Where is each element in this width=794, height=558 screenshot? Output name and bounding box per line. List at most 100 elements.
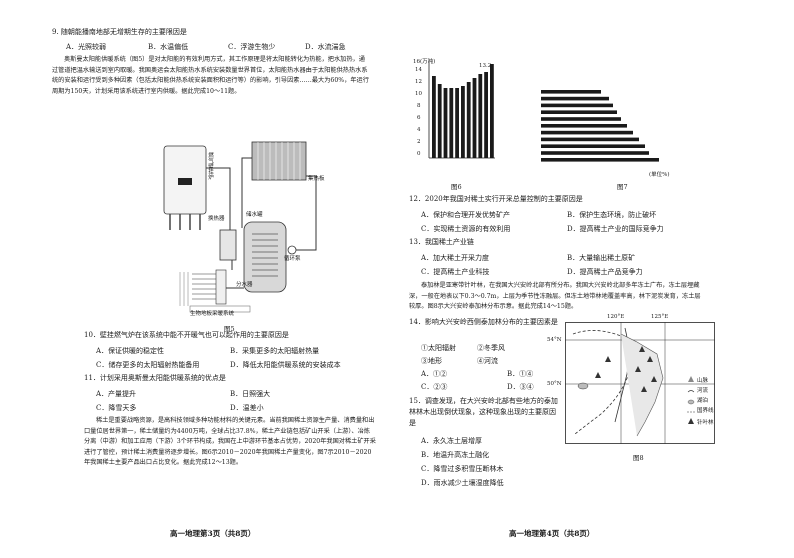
figure6-annotation: 13.2 (479, 63, 492, 69)
figure6-y-ticks: 14 12 10 8 6 4 2 0 (415, 64, 425, 164)
legend-mountain: 山脉 (697, 378, 709, 384)
q13-stem: 13．我国稀土产业链 (409, 238, 474, 246)
figure7-bar (541, 103, 613, 108)
legend-lake: 湖泊 (697, 398, 709, 404)
figure6-bar (437, 84, 442, 158)
lon-label-120: 120°E (607, 314, 625, 320)
exchanger-shape (219, 229, 237, 261)
q14-factor-1: ①太阳辐射 (421, 344, 456, 352)
right-page: 16(万吨) 13.2 14 12 10 8 6 4 2 0 图6 (单位%) … (397, 0, 794, 558)
figure7-bar (541, 117, 621, 121)
figure7-bar (541, 130, 633, 135)
legend-river: 河流 (697, 388, 709, 394)
figure7-chart (541, 90, 659, 162)
q10-option-a: A．保证供暖的稳定性 (96, 347, 165, 355)
figure6-chart (428, 62, 495, 159)
figure7-bar (541, 137, 639, 142)
figure6-bar (432, 76, 436, 158)
q10-option-c: C．储存更多的太阳辐射热能备用 (96, 361, 200, 369)
q10-option-d: D．降低太阳能供暖系统的安装成本 (230, 361, 341, 369)
q12-option-b: B．保护生态环境，防止破坏 (567, 211, 657, 219)
y-tick: 0 (417, 151, 421, 157)
figure7-caption: 图7 (617, 183, 628, 191)
pump-shape (287, 245, 297, 255)
q11-stem: 11．计划采用奥斯曼太阳能供暖系统的优点是 (84, 374, 226, 382)
q14-choice-b: B．①④ (507, 370, 534, 378)
lat-label-54: 54°N (547, 337, 562, 343)
q11-option-c: C．降雪天多 (96, 404, 137, 412)
figure8-legend-symbols (687, 376, 695, 424)
q15-stem: 15．调查发现，在大兴安岭北部有些地方的泰加林林木出现倒伏现象，这种现象出现的主… (409, 397, 558, 427)
q14-factor-4: ④河流 (477, 357, 498, 365)
mountain-range (620, 333, 664, 437)
q15-option-c: C．降雪过多积雪压断林木 (421, 465, 504, 473)
lake-shape (577, 382, 589, 390)
q12-stem: 12．2020年我国对稀土实行开采总量控制的主要原因是 (409, 195, 583, 203)
boiler-display (178, 178, 192, 185)
label-exchanger: 换热器 (208, 216, 225, 222)
figure6-caption: 图6 (451, 183, 462, 191)
figure6-bar (466, 82, 471, 158)
passage-rare-earth: 稀土是重要战略资源，是高科技领域多种功能材料的关键元素。当前我国稀土资源生产量、… (84, 417, 376, 466)
q14-choice-d: D．③④ (507, 383, 534, 391)
left-page: 9. 随朝能播南地部无增期生存的主要限因是 A．光照较弱 B．水温偏低 C．浮游… (52, 28, 376, 538)
figure8-caption: 图8 (633, 454, 644, 462)
conifer-markers (595, 346, 657, 392)
figure7-bar (541, 90, 601, 94)
q9-option-c: C．浮游生物少 (228, 43, 276, 51)
figure7-bar (541, 124, 627, 128)
q15-option-b: B．地温升高冻土融化 (421, 451, 490, 459)
figure7-unit: (单位%) (649, 172, 670, 178)
y-tick: 12 (415, 79, 422, 85)
y-tick: 4 (417, 127, 421, 133)
figure6-bar (472, 78, 477, 158)
q10-stem: 10．壁挂燃气炉在该系统中能不开暖气也可以起作用的主要原因是 (84, 331, 289, 339)
figure6-bar (478, 74, 483, 158)
figure6-bar (461, 86, 465, 158)
q9-option-b: B．水温偏低 (148, 43, 189, 51)
q11-option-d: D．温差小 (230, 404, 264, 412)
figure5-caption: 图5 (224, 325, 235, 333)
q15-option-a: A．永久冻土层增厚 (421, 437, 483, 445)
floor-heating-shape (189, 305, 251, 313)
q13-option-a: A．加大稀土开采力度 (421, 254, 490, 262)
manifold-shape (179, 269, 227, 306)
passage-solar-heating: 奥斯曼太阳能供暖系统（图5）是对太阳能的有效利用方式，其工作原理是将太阳能转化为… (52, 56, 369, 95)
q14-stem: 14．影响大兴安岭西侧泰加林分布的主要因素是 (409, 318, 558, 326)
q10-option-b: B．采集更多的太阳辐射热量 (230, 347, 320, 355)
y-tick: 8 (417, 103, 421, 109)
q13-option-c: C．提高稀土产业科技 (421, 268, 490, 276)
y-tick: 10 (415, 91, 422, 97)
figure7-bar (541, 151, 649, 155)
legend-conifer: 针叶林 (697, 420, 714, 426)
label-manifold: 分水器 (236, 282, 253, 288)
label-pump: 循环泵 (284, 256, 301, 262)
q14-choice-a: A．①② (421, 370, 448, 378)
figure7-bar (541, 110, 617, 114)
figure7-bar (541, 158, 659, 162)
q11-option-a: A．产量提升 (96, 390, 137, 398)
label-tank: 储水罐 (246, 212, 263, 218)
q12-option-a: A．保护和合理开发优势矿产 (421, 211, 511, 219)
q13-option-b: B．大量输出稀土原矿 (567, 254, 636, 262)
legend-border: 国界线 (697, 408, 714, 414)
q15-option-d: D．雨水减少土壤湿度降低 (421, 479, 504, 487)
y-tick: 2 (417, 139, 421, 145)
y-tick: 6 (417, 115, 421, 121)
solar-collector-shape (251, 141, 307, 181)
q13-option-d: D．提高稀土产品竞争力 (567, 268, 643, 276)
lon-label-125: 125°E (651, 314, 669, 320)
figure7-bar (541, 144, 645, 148)
figure6-bar (455, 88, 459, 158)
figure6-unit: 16(万吨) (413, 59, 436, 65)
figure6-bar (490, 64, 494, 158)
q14-choice-c: C．②③ (421, 383, 448, 391)
q9-option-d: D．水流湍急 (305, 43, 346, 51)
page-footer-left: 高一地理第3页（共8页） (170, 529, 256, 538)
y-tick: 14 (415, 67, 422, 73)
q9-option-a: A．光照较弱 (66, 43, 107, 51)
label-collector: 集热板 (308, 176, 325, 182)
label-floor-system: 生物地板采暖系统 (190, 311, 235, 317)
figure8-map (565, 322, 715, 444)
label-boiler: 燃气壁挂炉 (207, 152, 213, 180)
